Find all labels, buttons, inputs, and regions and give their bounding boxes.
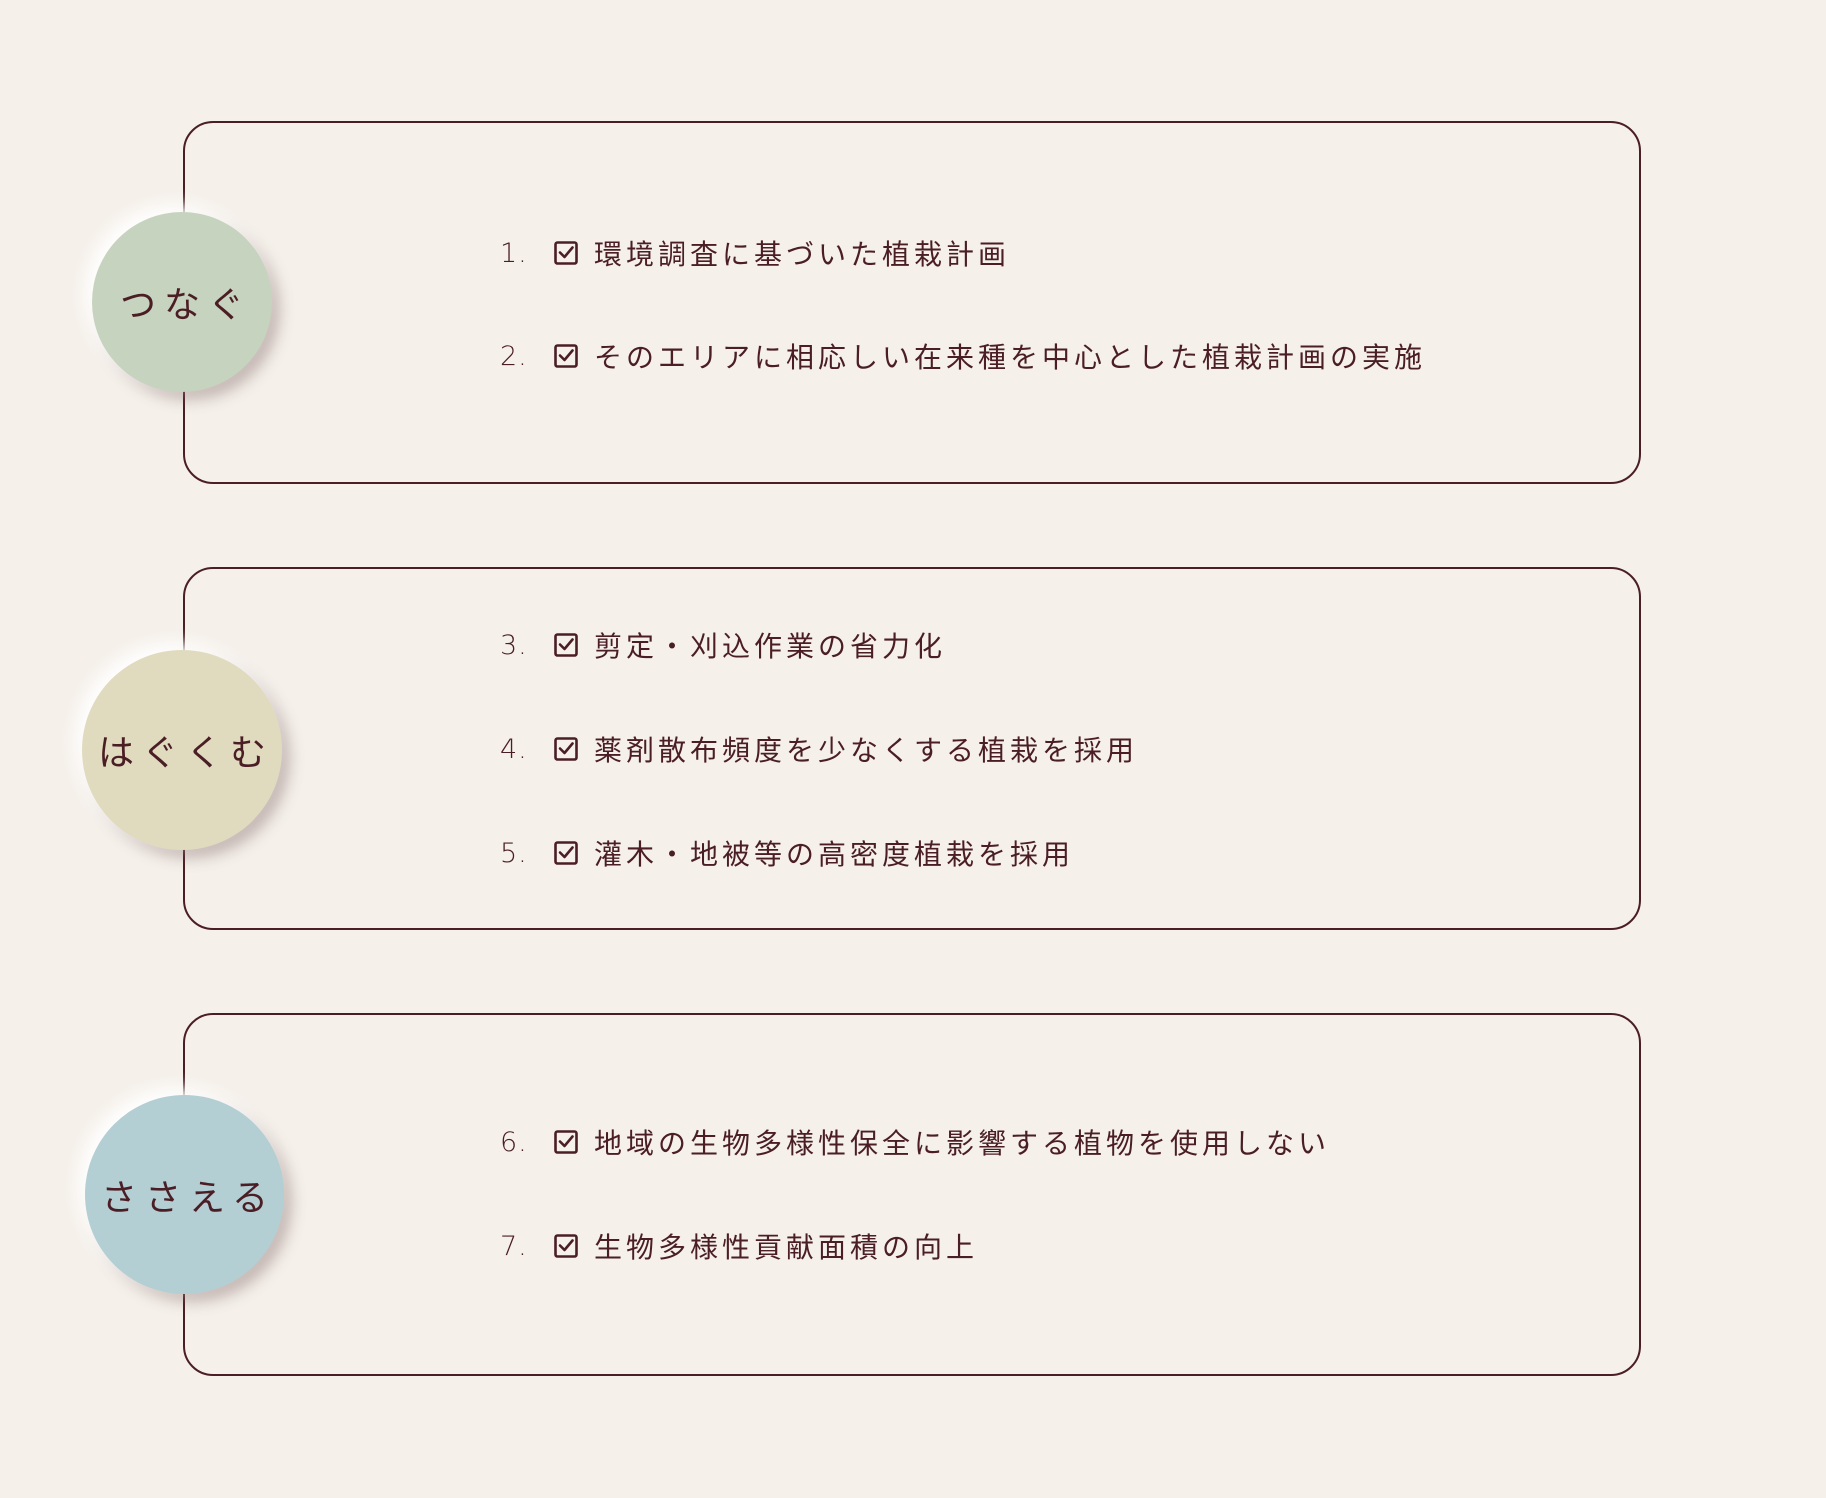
- item-number: 7.: [500, 1230, 528, 1262]
- checkbox-checked-icon: [554, 1234, 578, 1258]
- list-item: 5. 灌木・地被等の高密度植栽を採用: [500, 833, 1074, 873]
- item-text: 薬剤散布頻度を少なくする植栽を採用: [594, 734, 1139, 767]
- list-item: 7. 生物多様性貢献面積の向上: [500, 1226, 978, 1266]
- item-text: 地域の生物多様性保全に影響する植物を使用しない: [594, 1127, 1331, 1160]
- list-item: 4. 薬剤散布頻度を少なくする植栽を採用: [500, 729, 1138, 769]
- checkbox-checked-icon: [554, 737, 578, 761]
- list-item: 1. 環境調査に基づいた植栽計画: [500, 233, 1010, 273]
- checkbox-checked-icon: [554, 241, 578, 265]
- item-text: 生物多様性貢献面積の向上: [594, 1231, 979, 1264]
- item-text: 環境調査に基づいた植栽計画: [594, 238, 1011, 271]
- item-number: 6.: [500, 1126, 528, 1158]
- checkbox-checked-icon: [554, 1130, 578, 1154]
- section-box: [183, 121, 1641, 484]
- category-circle-sasaeru: ささえる: [85, 1095, 284, 1294]
- category-label: つなぐ: [119, 285, 252, 326]
- category-circle-tsunagu: つなぐ: [92, 212, 272, 392]
- checkbox-checked-icon: [554, 633, 578, 657]
- section-box: [183, 1013, 1641, 1376]
- checkbox-checked-icon: [554, 841, 578, 865]
- list-item: 6. 地域の生物多様性保全に影響する植物を使用しない: [500, 1122, 1330, 1162]
- item-number: 3.: [500, 629, 528, 661]
- item-text: 剪定・刈込作業の省力化: [594, 630, 947, 663]
- section-sasaeru: ささえる 6. 地域の生物多様性保全に影響する植物を使用しない 7. 生物多様性…: [0, 1013, 1826, 1377]
- category-label: ささえる: [101, 1177, 276, 1219]
- list-item: 2. そのエリアに相応しい在来種を中心とした植栽計画の実施: [500, 336, 1426, 376]
- item-number: 4.: [500, 733, 528, 765]
- item-number: 5.: [500, 837, 528, 869]
- item-text: 灌木・地被等の高密度植栽を採用: [594, 838, 1075, 871]
- checkbox-checked-icon: [554, 344, 578, 368]
- section-tsunagu: つなぐ 1. 環境調査に基づいた植栽計画 2. そのエリアに相応しい在来種を中心…: [0, 121, 1826, 485]
- list-item: 3. 剪定・刈込作業の省力化: [500, 625, 946, 665]
- item-number: 2.: [500, 340, 528, 372]
- category-label: はぐくむ: [97, 733, 274, 774]
- item-number: 1.: [500, 237, 528, 269]
- section-hagukumu: はぐくむ 3. 剪定・刈込作業の省力化 4. 薬剤散布頻度を少なくする植栽を採用…: [0, 567, 1826, 931]
- item-text: そのエリアに相応しい在来種を中心とした植栽計画の実施: [594, 341, 1427, 374]
- category-circle-hagukumu: はぐくむ: [82, 650, 282, 850]
